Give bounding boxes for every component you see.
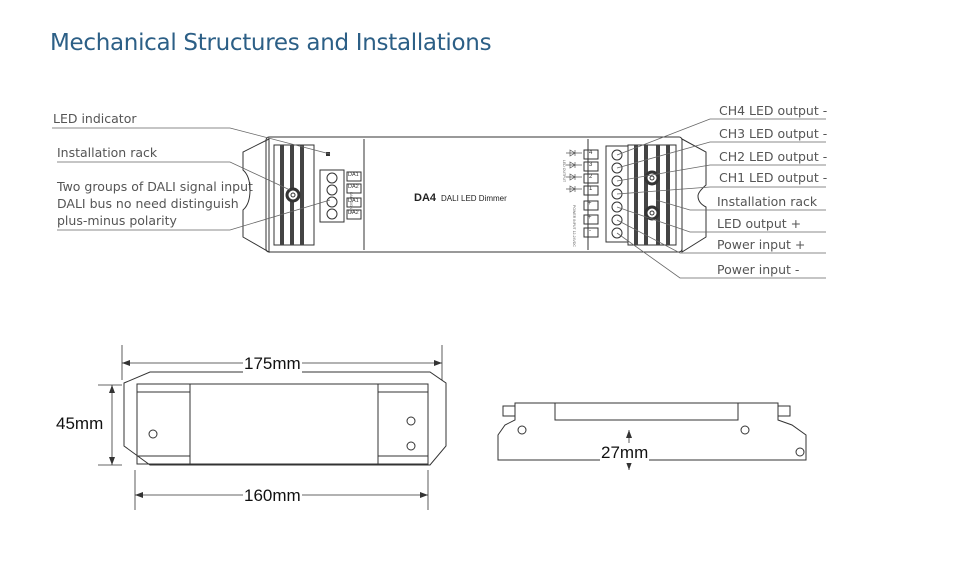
dali-terminal-block (319, 169, 345, 223)
callout-ch1: CH1 LED output - (719, 170, 828, 185)
callout-ch2: CH2 LED output - (719, 149, 828, 164)
output-terminal-label: 1 (589, 186, 593, 192)
callout-installation-rack-left: Installation rack (57, 145, 158, 160)
callout-dali-line2: DALI bus no need distinguish (57, 196, 239, 211)
callout-power-input-plus: Power input + (717, 237, 806, 252)
dali-terminal-label: DA1 (348, 198, 359, 204)
page-title: Mechanical Structures and Installations (50, 30, 492, 56)
output-side-label: LED OUTPUT (562, 160, 566, 183)
dali-side-label: DALI SIGNAL (349, 192, 353, 214)
power-terminal-label: + (588, 215, 592, 221)
dimension-height: 27mm (600, 443, 650, 463)
dimension-total-length: 175mm (243, 354, 302, 374)
led-indicator-icon (326, 152, 330, 156)
callout-led-output-plus: LED output + (717, 216, 802, 231)
dimension-width: 45mm (55, 414, 105, 434)
output-terminal-block (605, 145, 629, 243)
callout-ch3: CH3 LED output - (719, 126, 828, 141)
callout-dali-line1: Two groups of DALI signal input (57, 179, 253, 194)
output-terminal-label: + (588, 201, 592, 207)
dali-terminal-label: DA2 (348, 184, 359, 190)
callout-ch4: CH4 LED output - (719, 103, 828, 118)
callout-led-indicator: LED indicator (53, 111, 137, 126)
power-side-label: POWER INPUT 12-24VDC (572, 205, 576, 247)
device-body (265, 136, 683, 253)
side-view (497, 402, 807, 461)
top-view-outline (123, 371, 447, 466)
output-terminal-label: 2 (589, 174, 593, 180)
dali-terminal-label: DA1 (348, 172, 359, 178)
right-flange (681, 138, 707, 253)
led-symbols (566, 149, 582, 193)
output-terminal-label: 4 (589, 150, 593, 156)
device-model: DA4 (414, 192, 437, 204)
output-terminal-label: 3 (589, 162, 593, 168)
callout-installation-rack-right: Installation rack (717, 194, 818, 209)
dimension-body-length: 160mm (243, 486, 302, 506)
top-view-body (136, 383, 429, 465)
callout-power-input-minus: Power input - (717, 262, 800, 277)
power-terminal-label: - (589, 228, 591, 234)
callout-dali-line3: plus-minus polarity (57, 213, 177, 228)
left-flange (242, 138, 270, 253)
dali-terminal-label: DA2 (348, 210, 359, 216)
device-name: DALI LED Dimmer (441, 194, 507, 203)
